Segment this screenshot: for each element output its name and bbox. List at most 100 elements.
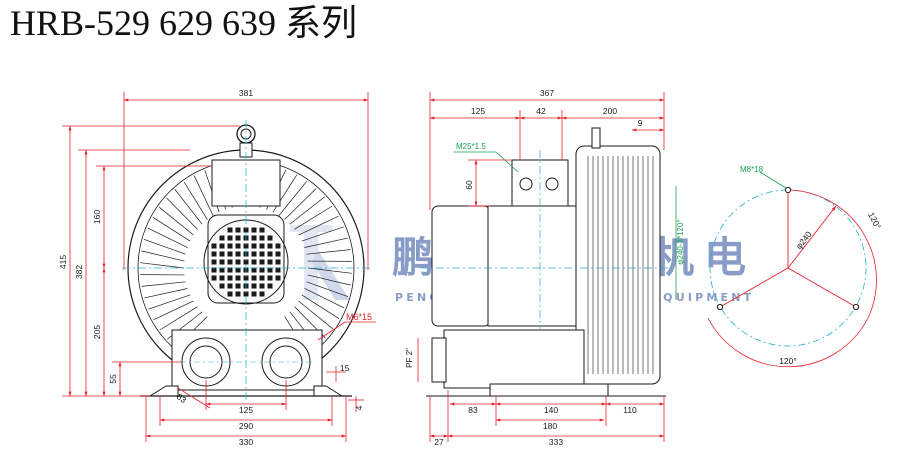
grille-cell: [219, 267, 225, 273]
label-60: 60: [464, 180, 474, 190]
grille-cell: [251, 291, 257, 297]
label-m6: M6*15: [346, 312, 372, 322]
label-125-side: 125: [471, 106, 485, 116]
terminal-box: [211, 159, 281, 207]
fin: [307, 274, 351, 286]
grille-cell: [235, 275, 241, 281]
grille-cell: [251, 227, 257, 233]
grille-cell: [259, 235, 265, 241]
side-lifting-eye: [591, 127, 601, 149]
fin: [304, 237, 348, 248]
grille-cell: [267, 251, 273, 257]
grille-cell: [235, 259, 241, 265]
grille-cell: [251, 267, 257, 273]
flange-labels: M8*18 φ240 120° 120°: [740, 165, 883, 366]
grille-cell: [227, 291, 233, 297]
grille-cell: [251, 275, 257, 281]
grille-cell: [235, 283, 241, 289]
fin: [278, 180, 308, 216]
flange-spoke-right: [787, 267, 857, 308]
side-port-flange: [431, 337, 447, 383]
fin: [183, 181, 208, 220]
grille-cell: [211, 251, 217, 257]
fin: [148, 294, 191, 310]
fin: [159, 306, 198, 331]
grille-cell: [219, 251, 225, 257]
front-dimensions: [62, 92, 376, 442]
motor-body: [487, 205, 579, 327]
label-27: 27: [434, 437, 444, 447]
label-125-front: 125: [239, 405, 253, 415]
grille-cell: [235, 267, 241, 273]
label-200: 200: [603, 106, 617, 116]
fin: [147, 227, 188, 248]
flange-arc-bottom: [707, 317, 869, 368]
grille-cell: [259, 275, 265, 281]
grille-cell: [267, 283, 273, 289]
fin: [301, 294, 340, 320]
grille-cell: [259, 267, 265, 273]
grille-cell: [227, 251, 233, 257]
label-180: 180: [543, 421, 557, 431]
label-pf: PF 2": [405, 348, 414, 368]
label-m8: M8*18: [740, 165, 764, 174]
label-flange-diameter: φ240: [794, 229, 814, 251]
label-205: 205: [92, 325, 102, 339]
grille-cell: [219, 275, 225, 281]
fin: [294, 205, 333, 230]
grille-cell: [275, 259, 281, 265]
grille-cell: [211, 259, 217, 265]
grille-cell: [235, 291, 241, 297]
motor-end-cap: [431, 205, 491, 327]
side-fins: [587, 156, 654, 374]
grille-cell: [259, 259, 265, 265]
grille-cell: [243, 259, 249, 265]
grille-cell: [219, 243, 225, 249]
label-367: 367: [540, 88, 554, 98]
grille-cell: [227, 235, 233, 241]
grille-cell: [251, 243, 257, 249]
front-view: [122, 120, 372, 400]
fin: [166, 197, 198, 230]
grille-cell: [251, 235, 257, 241]
fin: [152, 216, 191, 242]
grille-cell: [235, 235, 241, 241]
grille-cell: [251, 251, 257, 257]
grille-cell: [275, 243, 281, 249]
grille-cell: [267, 243, 273, 249]
cable-gland-2: [545, 177, 559, 191]
grille-cell: [267, 235, 273, 241]
label-9: 9: [638, 118, 643, 128]
grille-cell: [259, 227, 265, 233]
flange-view: [707, 171, 877, 368]
grille-cell: [227, 227, 233, 233]
label-83-side: 83: [468, 405, 478, 415]
grille-cell: [227, 275, 233, 281]
grille-cell: [275, 251, 281, 257]
grille-cell: [227, 259, 233, 265]
foot-left: [148, 385, 179, 397]
flange-spoke-left: [719, 267, 789, 308]
grille-cell: [243, 243, 249, 249]
label-angle-top: 120°: [866, 210, 883, 230]
grille-cell: [243, 227, 249, 233]
grille-cell: [243, 291, 249, 297]
fin: [284, 188, 317, 220]
grille-cell: [219, 235, 225, 241]
fin: [141, 281, 186, 287]
fin: [289, 196, 325, 225]
fin: [174, 189, 203, 225]
fin: [304, 288, 345, 309]
side-dimension-labels: 367 125 42 200 9 60 M25*1.5 φ240-3*120° …: [405, 88, 685, 447]
side-view: [426, 127, 666, 397]
leader-m25: [495, 151, 519, 173]
label-140: 140: [544, 405, 558, 415]
grille-cell: [219, 283, 225, 289]
grille-cell: [211, 267, 217, 273]
label-160: 160: [92, 210, 102, 224]
grille-cell: [211, 243, 217, 249]
label-333: 333: [549, 437, 563, 447]
watermark-logo: [290, 225, 350, 300]
grille-cell: [235, 251, 241, 257]
